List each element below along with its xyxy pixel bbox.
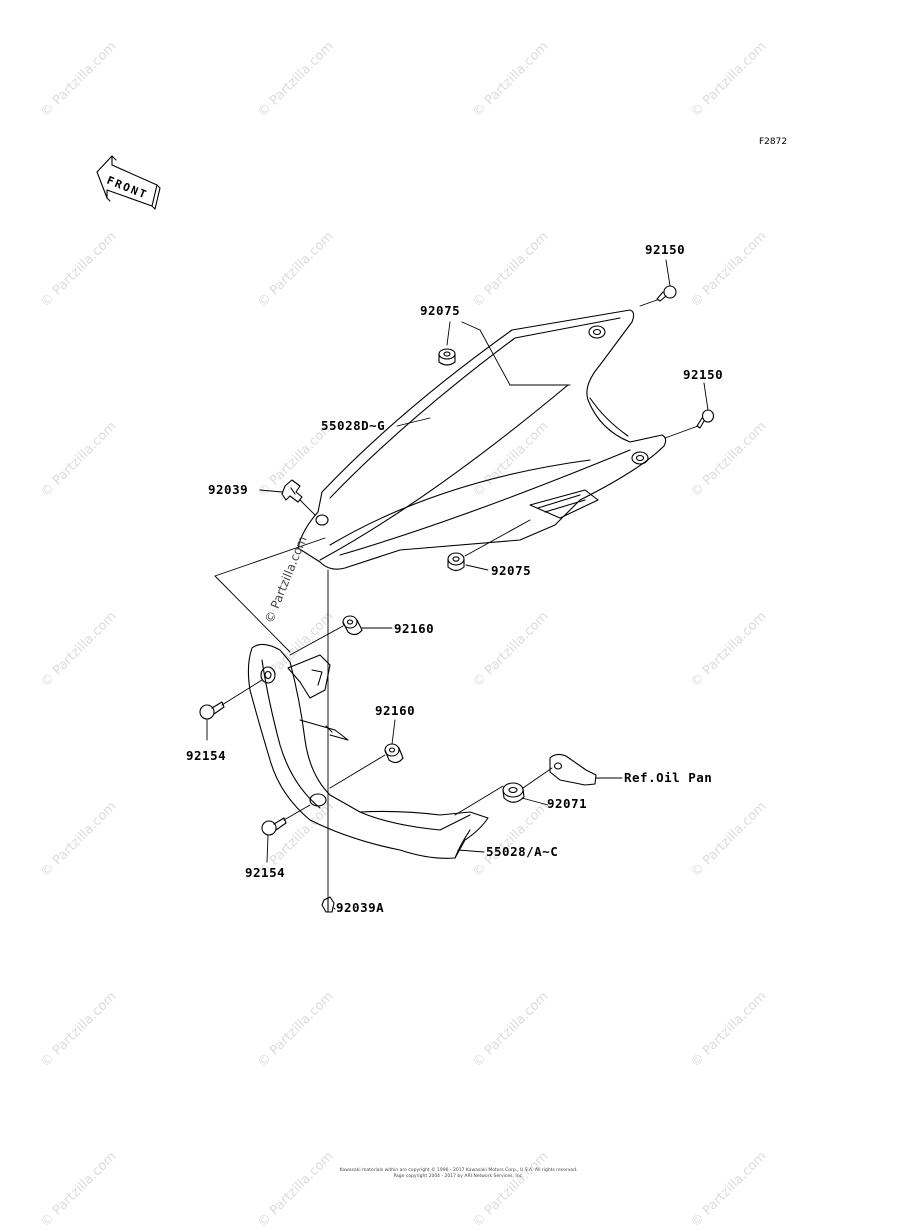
callout-92160-upper: 92160 — [394, 621, 435, 636]
grommet-92075-lower-icon — [447, 552, 465, 572]
callout-92039: 92039 — [208, 482, 249, 497]
diagram-code: F2872 — [759, 137, 788, 147]
lower-cover-part — [247, 643, 489, 859]
damper-92071-icon — [502, 782, 525, 803]
callout-92150-upper: 92150 — [645, 242, 686, 257]
screw-92150-upper-icon — [656, 285, 677, 302]
callout-92154-upper: 92154 — [186, 748, 227, 763]
callout-92150-right: 92150 — [683, 367, 724, 382]
front-arrow-icon — [96, 155, 161, 210]
clip-92039a-icon — [321, 896, 335, 913]
callout-92039a: 92039A — [336, 900, 385, 915]
leader-lines — [206, 259, 709, 910]
bolt-92154-lower-icon — [261, 817, 287, 836]
callout-92075-lower: 92075 — [491, 563, 532, 578]
oil-pan-bracket-part — [549, 753, 597, 786]
callout-55028d-g: 55028D~G — [321, 418, 386, 433]
bolt-92154-upper-icon — [199, 701, 225, 720]
grommet-92075-upper-icon — [438, 348, 456, 366]
screw-92150-right-icon — [696, 409, 715, 429]
clip-92039-icon — [281, 479, 303, 503]
callout-92071: 92071 — [547, 796, 588, 811]
callout-ref-oil-pan: Ref.Oil Pan — [624, 770, 713, 785]
callout-92160-lower: 92160 — [375, 703, 416, 718]
callout-92154-lower: 92154 — [245, 865, 286, 880]
copyright-line-2: Page copyright 2004 - 2017 by ARI Networ… — [393, 1174, 524, 1179]
upper-side-cover-part — [297, 309, 667, 570]
parts-diagram: FRONT — [96, 155, 715, 913]
callout-92075-upper: 92075 — [420, 303, 461, 318]
bushing-92160-lower-icon — [384, 743, 404, 764]
copyright-line-1: Kawasaki materials within are copyright … — [339, 1168, 578, 1173]
callout-55028-a-c: 55028/A~C — [486, 844, 559, 859]
bushing-92160-upper-icon — [342, 615, 363, 636]
